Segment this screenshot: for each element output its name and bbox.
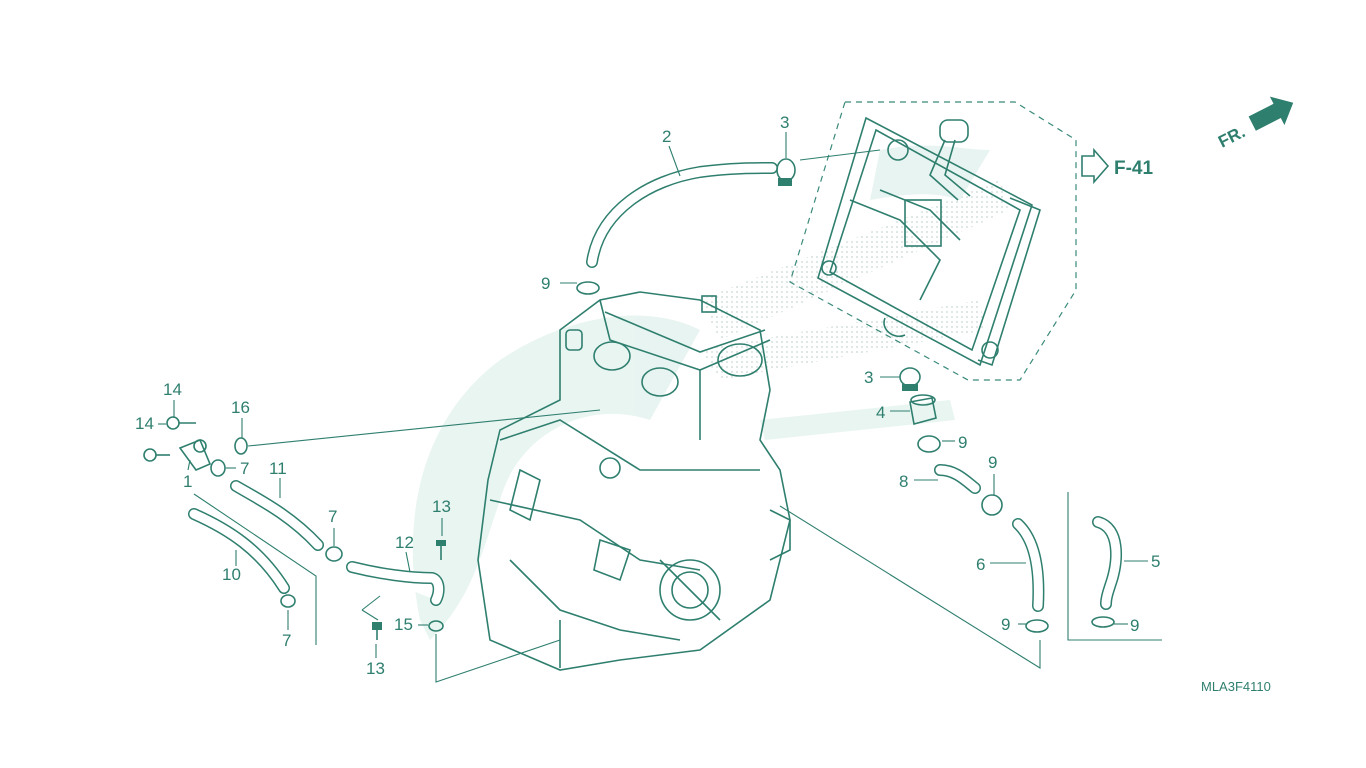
callout-15[interactable]: 15 bbox=[394, 615, 413, 634]
bolt-14-lower[interactable] bbox=[143, 448, 170, 462]
front-direction-indicator: FR. bbox=[1215, 96, 1294, 152]
callout-9[interactable]: 9 bbox=[958, 433, 967, 452]
bolt-14-upper[interactable] bbox=[166, 416, 196, 430]
radiator-zone-outline bbox=[789, 101, 1077, 381]
callout-4[interactable]: 4 bbox=[876, 403, 885, 422]
clamp-9-hose6[interactable] bbox=[1025, 619, 1049, 633]
washer-15[interactable] bbox=[428, 620, 444, 632]
clamp-3-upper[interactable] bbox=[776, 158, 796, 186]
callout-3[interactable]: 3 bbox=[864, 368, 873, 387]
callout-7[interactable]: 7 bbox=[282, 631, 291, 650]
front-arrow-icon bbox=[1248, 96, 1294, 131]
hose-12[interactable] bbox=[346, 561, 445, 606]
callout-16[interactable]: 16 bbox=[231, 398, 250, 417]
clamp-9-mid[interactable] bbox=[917, 435, 941, 453]
callout-12[interactable]: 12 bbox=[395, 533, 414, 552]
callout-11[interactable]: 11 bbox=[269, 459, 287, 478]
callout-3[interactable]: 3 bbox=[780, 113, 789, 132]
callout-labels: 2 3 3 4 9 9 9 9 9 8 6 5 14 14 16 1 7 7 7… bbox=[135, 113, 1160, 678]
engine-assembly[interactable] bbox=[477, 291, 791, 671]
callout-9[interactable]: 9 bbox=[541, 274, 550, 293]
reference-arrow bbox=[1081, 147, 1110, 185]
clamp-9-upper[interactable] bbox=[576, 281, 600, 295]
reference-label[interactable]: F-41 bbox=[1114, 158, 1154, 179]
bolt-13-upper[interactable] bbox=[436, 540, 446, 560]
callout-9[interactable]: 9 bbox=[1130, 616, 1139, 635]
hose-10[interactable] bbox=[188, 508, 290, 594]
callout-7[interactable]: 7 bbox=[240, 459, 249, 478]
hose-11[interactable] bbox=[230, 480, 324, 551]
callout-13[interactable]: 13 bbox=[366, 659, 385, 678]
joint-1[interactable] bbox=[178, 438, 212, 471]
front-direction-label: FR. bbox=[1215, 122, 1248, 151]
hose-8[interactable] bbox=[934, 464, 981, 494]
callout-10[interactable]: 10 bbox=[222, 565, 241, 584]
radiator[interactable] bbox=[817, 116, 1041, 367]
o-ring-16[interactable] bbox=[234, 437, 248, 455]
callout-8[interactable]: 8 bbox=[899, 472, 908, 491]
callout-1[interactable]: 1 bbox=[183, 472, 192, 491]
callout-14[interactable]: 14 bbox=[135, 414, 154, 433]
drawing-code: MLA3F4110 bbox=[1201, 679, 1271, 694]
clamp-9-hose8[interactable] bbox=[981, 494, 1003, 516]
joint-4[interactable] bbox=[909, 394, 937, 426]
hose-5[interactable] bbox=[1092, 516, 1122, 610]
clamp-9-hose5[interactable] bbox=[1091, 616, 1115, 628]
clamp-3-lower[interactable] bbox=[899, 367, 921, 391]
clamp-7-left[interactable] bbox=[210, 459, 226, 477]
clamp-7-hose11[interactable] bbox=[325, 546, 343, 562]
hose-upper[interactable] bbox=[586, 162, 778, 268]
leader-lines bbox=[158, 132, 1148, 683]
callout-9[interactable]: 9 bbox=[1001, 615, 1010, 634]
callout-5[interactable]: 5 bbox=[1151, 552, 1160, 571]
callout-14[interactable]: 14 bbox=[163, 380, 182, 399]
watermark bbox=[412, 145, 1010, 640]
callout-2[interactable]: 2 bbox=[662, 127, 671, 146]
callout-6[interactable]: 6 bbox=[976, 555, 985, 574]
bolt-13-lower[interactable] bbox=[372, 622, 382, 640]
callout-9[interactable]: 9 bbox=[988, 453, 997, 472]
callout-7[interactable]: 7 bbox=[328, 507, 337, 526]
hose-6[interactable] bbox=[1012, 518, 1045, 612]
clamp-7-hose10[interactable] bbox=[280, 594, 296, 608]
callout-13[interactable]: 13 bbox=[432, 497, 451, 516]
